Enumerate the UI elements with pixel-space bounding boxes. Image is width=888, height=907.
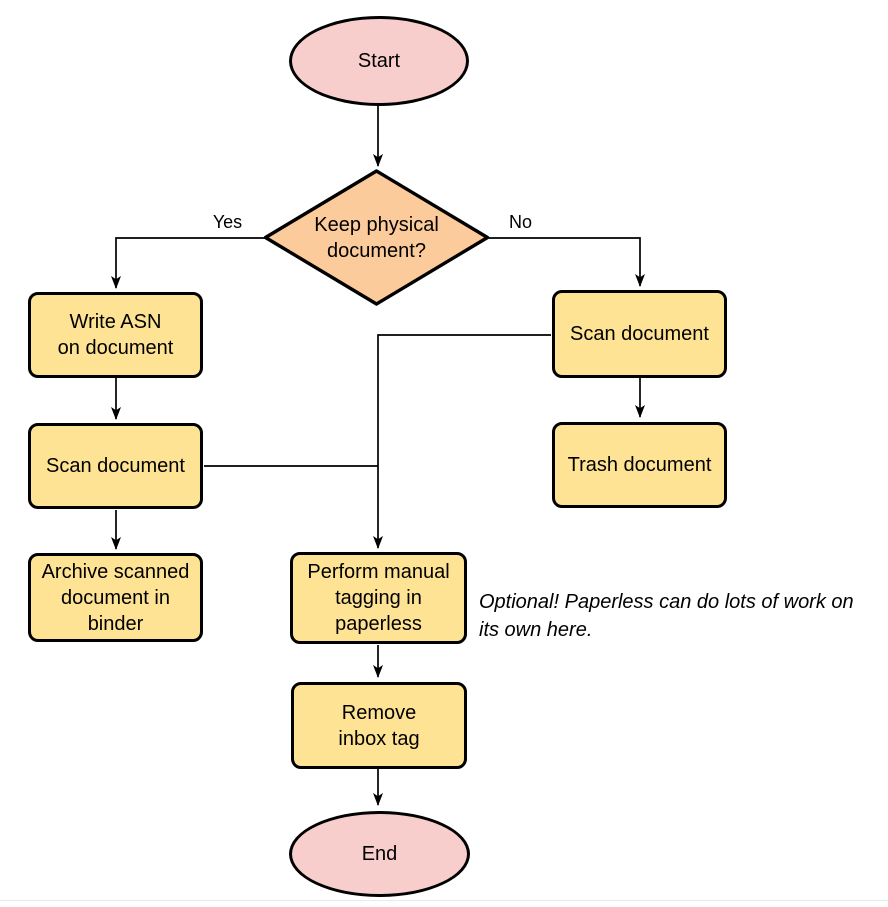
connector-decision-yes-to-write-asn bbox=[111, 237, 266, 289]
node-scan-document-right: Scan document bbox=[552, 290, 727, 378]
decision-diamond-shape bbox=[263, 169, 490, 306]
node-scan-document-left-label: Scan document bbox=[46, 455, 185, 477]
node-start-label: Start bbox=[357, 50, 401, 72]
node-trash-document-label: Trash document bbox=[567, 454, 712, 476]
node-manual-tagging: Perform manual tagging in paperless bbox=[290, 552, 467, 644]
edge-label-yes: Yes bbox=[212, 212, 243, 232]
node-end: End bbox=[289, 811, 470, 897]
node-remove-inbox-tag: Remove inbox tag bbox=[291, 682, 467, 769]
bottom-divider bbox=[0, 900, 888, 901]
connector-decision-no-to-scan-right bbox=[487, 237, 645, 287]
node-decision: Keep physical document? bbox=[276, 206, 477, 270]
node-archive-document: Archive scanned document in binder bbox=[28, 553, 203, 642]
connector-scan-right-to-tagging bbox=[373, 334, 551, 549]
node-end-label: End bbox=[361, 843, 398, 865]
node-manual-tagging-label: Perform manual tagging in paperless bbox=[307, 561, 450, 635]
node-scan-document-right-label: Scan document bbox=[570, 323, 709, 345]
node-remove-inbox-tag-label: Remove inbox tag bbox=[338, 701, 420, 750]
edge-label-no: No bbox=[508, 212, 532, 232]
node-decision-label: Keep physical document? bbox=[314, 214, 439, 262]
node-start: Start bbox=[289, 16, 469, 106]
node-write-asn-label: Write ASN on document bbox=[57, 311, 174, 359]
node-scan-document-left: Scan document bbox=[28, 423, 203, 509]
node-trash-document: Trash document bbox=[552, 422, 727, 508]
optional-note: Optional! Paperless can do lots of work … bbox=[479, 591, 854, 641]
node-archive-document-label: Archive scanned document in binder bbox=[41, 560, 190, 635]
node-write-asn: Write ASN on document bbox=[28, 292, 203, 378]
